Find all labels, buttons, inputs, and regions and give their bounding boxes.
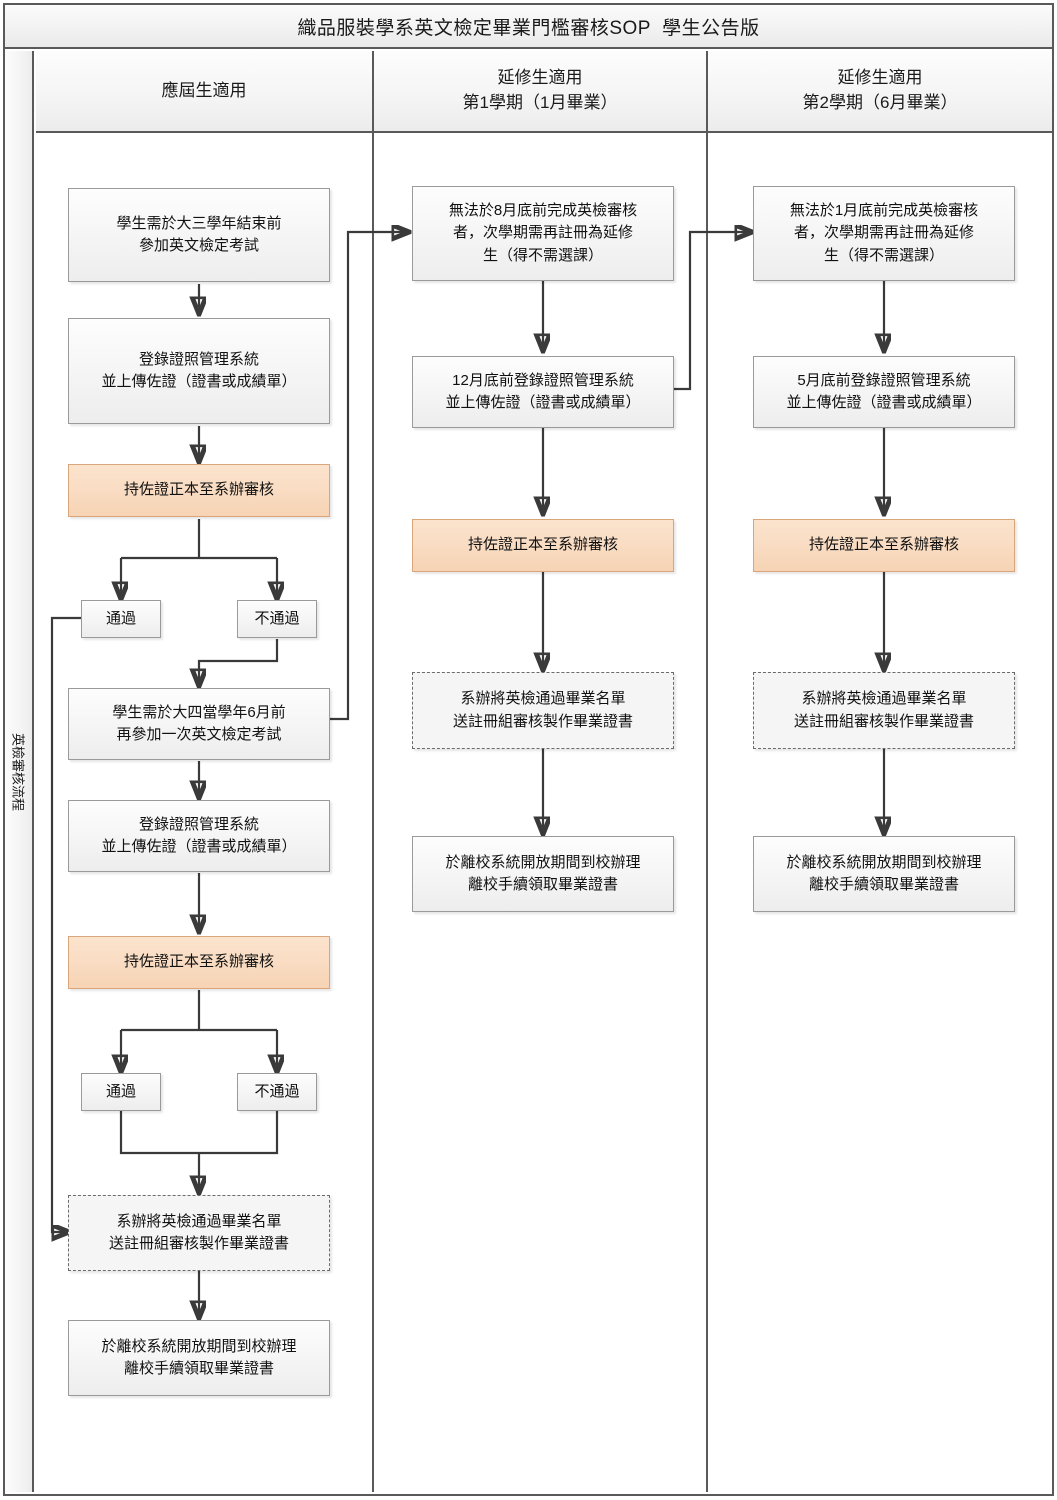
column-separator-2	[706, 51, 708, 1492]
node-line1: 登錄證照管理系統	[138, 815, 259, 833]
node-text: 持佐證正本至系辦審核	[808, 536, 959, 554]
column-header-current-students: 應屆生適用	[36, 51, 372, 133]
node-line2: 送註冊組審核製作畢業證書	[108, 1235, 289, 1252]
node-line3: 生（得不需選課）	[823, 246, 944, 264]
node-line2: 者，次學期需再註冊為延修	[793, 224, 974, 242]
node-line1: 12月底前登錄證照管理系統	[452, 371, 634, 389]
node-line2: 並上傳佐證（證書或成績單）	[445, 394, 641, 411]
node-line2: 參加英文檢定考試	[138, 237, 259, 254]
node-col1-decision-pass-2: 通過	[81, 1073, 161, 1111]
node-col3-collect-diploma: 於離校系統開放期間到校辦理 離校手續領取畢業證書	[753, 836, 1015, 912]
page-title: 織品服裝學系英文檢定畢業門檻審核SOP 學生公告版	[297, 17, 760, 39]
node-col1-decision-pass-1: 通過	[81, 600, 161, 638]
node-col2-register-cert-system-by-dec: 12月底前登錄證照管理系統 並上傳佐證（證書或成績單）	[412, 356, 674, 428]
node-line2: 離校手續領取畢業證書	[467, 876, 618, 893]
node-text: 通過	[105, 1082, 136, 1100]
node-line2: 者，次學期需再註冊為延修	[452, 224, 633, 242]
column-header-line2: 第2學期（6月畢業）	[802, 93, 958, 112]
node-line2: 離校手續領取畢業證書	[123, 1360, 274, 1377]
node-text: 不通過	[254, 1082, 300, 1100]
node-col3-submit-original-to-dept: 持佐證正本至系辦審核	[753, 519, 1015, 572]
node-line1: 5月底前登錄證照管理系統	[797, 371, 971, 389]
node-line2: 送註冊組審核製作畢業證書	[793, 712, 974, 730]
node-col1-collect-diploma: 於離校系統開放期間到校辦理 離校手續領取畢業證書	[68, 1320, 330, 1396]
node-col1-register-cert-system: 登錄證照管理系統 並上傳佐證（證書或成績單）	[68, 318, 330, 424]
column-header-line1: 應屆生適用	[161, 80, 247, 100]
node-line2: 並上傳佐證（證書或成績單）	[786, 394, 982, 411]
node-line2: 送註冊組審核製作畢業證書	[452, 712, 633, 730]
node-text: 持佐證正本至系辦審核	[467, 536, 618, 554]
node-col2-submit-original-to-dept: 持佐證正本至系辦審核	[412, 519, 674, 572]
node-line1: 系辦將英檢通過畢業名單	[460, 690, 626, 707]
node-line1: 學生需於大四當學年6月前	[112, 703, 286, 721]
node-col3-dept-sends-list-to-registrar: 系辦將英檢通過畢業名單 送註冊組審核製作畢業證書	[753, 672, 1015, 749]
node-col1-take-english-test: 學生需於大三學年結束前 參加英文檢定考試	[68, 188, 330, 282]
column-header-line1: 延修生適用	[837, 68, 923, 88]
node-col3-register-cert-system-by-may: 5月底前登錄證照管理系統 並上傳佐證（證書或成績單）	[753, 356, 1015, 428]
node-text: 不通過	[254, 609, 300, 627]
node-line1: 於離校系統開放期間到校辦理	[101, 1337, 297, 1355]
node-line1: 系辦將英檢通過畢業名單	[801, 690, 967, 707]
node-line2: 並上傳佐證（證書或成績單）	[101, 838, 297, 855]
node-col1-decision-fail-2: 不通過	[237, 1073, 317, 1111]
node-col2-must-extend-enrollment: 無法於8月底前完成英檢審核 者，次學期需再註冊為延修 生（得不需選課）	[412, 186, 674, 281]
node-text: 通過	[105, 609, 136, 627]
node-text: 持佐證正本至系辦審核	[123, 953, 274, 971]
column-header-extended-sem2: 延修生適用 第2學期（6月畢業）	[708, 51, 1052, 133]
diagram-title-bar: 織品服裝學系英文檢定畢業門檻審核SOP 學生公告版	[5, 5, 1052, 49]
node-line1: 無法於1月底前完成英檢審核	[789, 201, 979, 219]
node-text: 持佐證正本至系辦審核	[123, 481, 274, 499]
column-header-line1: 延修生適用	[497, 68, 583, 88]
node-line2: 離校手續領取畢業證書	[808, 876, 959, 893]
node-line3: 生（得不需選課）	[482, 246, 603, 264]
node-col1-submit-original-to-dept: 持佐證正本至系辦審核	[68, 464, 330, 517]
node-col2-collect-diploma: 於離校系統開放期間到校辦理 離校手續領取畢業證書	[412, 836, 674, 912]
column-separator-1	[372, 51, 374, 1492]
node-col1-decision-fail-1: 不通過	[237, 600, 317, 638]
node-col1-retake-english-test: 學生需於大四當學年6月前 再參加一次英文檢定考試	[68, 688, 330, 760]
swimlane-side-strip: 英檢審核流程	[5, 51, 34, 1492]
swimlane-label: 英檢審核流程	[10, 732, 25, 811]
node-col2-dept-sends-list-to-registrar: 系辦將英檢通過畢業名單 送註冊組審核製作畢業證書	[412, 672, 674, 749]
node-line1: 登錄證照管理系統	[138, 350, 259, 368]
node-line2: 再參加一次英文檢定考試	[116, 726, 282, 743]
node-line1: 系辦將英檢通過畢業名單	[116, 1212, 282, 1230]
node-line1: 學生需於大三學年結束前	[116, 214, 282, 232]
node-line1: 於離校系統開放期間到校辦理	[445, 853, 641, 871]
column-header-extended-sem1: 延修生適用 第1學期（1月畢業）	[374, 51, 706, 133]
node-line1: 於離校系統開放期間到校辦理	[786, 853, 982, 871]
column-header-line2: 第1學期（1月畢業）	[462, 93, 618, 112]
node-line2: 並上傳佐證（證書或成績單）	[101, 373, 297, 390]
node-line1: 無法於8月底前完成英檢審核	[448, 201, 638, 219]
node-col1-dept-sends-list-to-registrar: 系辦將英檢通過畢業名單 送註冊組審核製作畢業證書	[68, 1195, 330, 1271]
node-col3-must-extend-enrollment: 無法於1月底前完成英檢審核 者，次學期需再註冊為延修 生（得不需選課）	[753, 186, 1015, 281]
node-col1-submit-original-to-dept-2: 持佐證正本至系辦審核	[68, 936, 330, 989]
node-col1-register-cert-system-2: 登錄證照管理系統 並上傳佐證（證書或成績單）	[68, 800, 330, 872]
